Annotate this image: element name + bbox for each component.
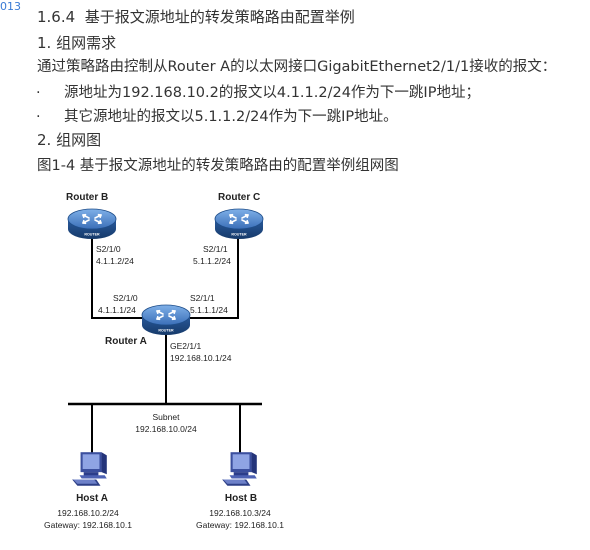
- subsection-requirements-title: 1. 组网需求: [37, 34, 117, 52]
- subnet-network: 192.168.10.0/24: [135, 424, 197, 434]
- link-a-c: [186, 238, 239, 319]
- router-b-ip: 4.1.1.2/24: [96, 256, 134, 266]
- section-title: 基于报文源地址的转发策略路由配置举例: [84, 8, 355, 26]
- host-b-ip: 192.168.10.3/24: [209, 508, 271, 518]
- host-b-name: Host B: [225, 493, 257, 504]
- router-c-ip: 5.1.1.2/24: [193, 256, 231, 266]
- subnet-label: Subnet: [153, 412, 181, 422]
- link-a-b: [91, 238, 146, 319]
- bullet-item: · 其它源地址的报文以5.1.1.2/24作为下一跳IP地址。: [36, 105, 398, 126]
- host-b-icon: [222, 452, 257, 486]
- host-b-gateway: Gateway: 192.168.10.1: [196, 520, 284, 530]
- router-a: S2/1/0 4.1.1.1/24 S2/1/1 5.1.1.1/24 Rout…: [98, 293, 232, 363]
- router-a-name: Router A: [105, 336, 147, 347]
- corner-label: 013: [0, 0, 21, 13]
- bullet-text: 其它源地址的报文以5.1.1.2/24作为下一跳IP地址。: [64, 109, 398, 125]
- host-a-icon: [72, 452, 107, 486]
- router-c: Router C S2/1/1 5.1.1.2/24: [193, 192, 264, 266]
- section-heading: 1.6.4 基于报文源地址的转发策略路由配置举例: [37, 6, 355, 27]
- intro-paragraph: 通过策略路由控制从Router A的以太网接口GigabitEthernet2/…: [37, 59, 557, 75]
- router-b: Router B S2/1/0 4.1.1.2/24: [66, 192, 134, 266]
- figure-caption: 图1-4 基于报文源地址的转发策略路由的配置举例组网图: [37, 158, 399, 174]
- bullet-dot: ·: [36, 85, 41, 101]
- router-a-icon: [141, 304, 191, 336]
- bullet-dot: ·: [36, 109, 41, 125]
- host-b: Host B 192.168.10.3/24 Gateway: 192.168.…: [196, 452, 284, 530]
- network-links: [68, 238, 262, 456]
- router-a-ip-down: 192.168.10.1/24: [170, 353, 232, 363]
- router-c-icon: [214, 208, 264, 240]
- host-a-ip: 192.168.10.2/24: [57, 508, 119, 518]
- router-a-ip-left: 4.1.1.1/24: [98, 305, 136, 315]
- router-b-icon: [67, 208, 117, 240]
- router-a-ip-right: 5.1.1.1/24: [190, 305, 228, 315]
- router-b-port: S2/1/0: [96, 244, 121, 254]
- router-c-name: Router C: [218, 192, 260, 203]
- bullet-text: 源地址为192.168.10.2的报文以4.1.1.2/24作为下一跳IP地址；: [64, 85, 480, 101]
- router-c-port: S2/1/1: [203, 244, 228, 254]
- router-a-port-down: GE2/1/1: [170, 341, 201, 351]
- subsection-diagram-title: 2. 组网图: [37, 131, 102, 149]
- host-a-name: Host A: [76, 493, 108, 504]
- host-a-gateway: Gateway: 192.168.10.1: [44, 520, 132, 530]
- router-a-port-right: S2/1/1: [190, 293, 215, 303]
- router-b-name: Router B: [66, 192, 108, 203]
- router-a-port-left: S2/1/0: [113, 293, 138, 303]
- bullet-item: · 源地址为192.168.10.2的报文以4.1.1.2/24作为下一跳IP地址…: [36, 81, 480, 102]
- section-number: 1.6.4: [37, 8, 76, 26]
- host-a: Host A 192.168.10.2/24 Gateway: 192.168.…: [44, 452, 132, 530]
